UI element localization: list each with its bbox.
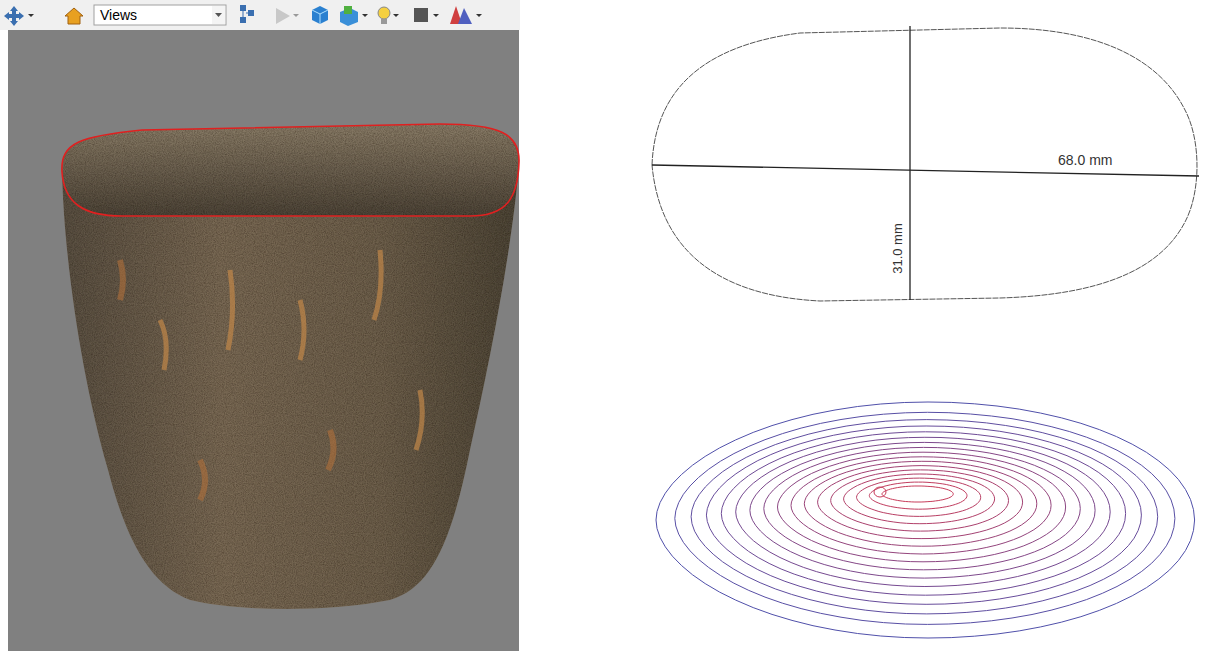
contour-line bbox=[778, 452, 1066, 562]
contour-line bbox=[869, 482, 967, 509]
dropdown-text: Views bbox=[100, 7, 137, 23]
contour-line bbox=[804, 461, 1037, 546]
contour-line bbox=[791, 457, 1051, 554]
contour-line bbox=[831, 470, 1009, 531]
contour-line bbox=[874, 487, 886, 497]
contour-line bbox=[764, 447, 1081, 569]
contour-line bbox=[675, 412, 1175, 624]
dimension-label: 68.0 mm bbox=[1058, 152, 1112, 168]
contour-line bbox=[844, 474, 995, 524]
contour-line bbox=[736, 437, 1110, 586]
contour-line bbox=[750, 442, 1095, 578]
toolbar bbox=[0, 0, 520, 30]
dimension-label: 31.0 mm bbox=[889, 223, 904, 274]
contour-line bbox=[818, 466, 1023, 539]
viewer-panel bbox=[8, 30, 519, 651]
contour-line bbox=[656, 402, 1195, 638]
contour-line bbox=[691, 420, 1158, 614]
contour-line bbox=[857, 478, 981, 516]
contour-line bbox=[706, 426, 1141, 604]
contour-line bbox=[882, 486, 953, 502]
rim-outline bbox=[652, 26, 1199, 301]
stone-vessel bbox=[62, 124, 519, 609]
contour-lines bbox=[656, 402, 1195, 638]
contour-line bbox=[721, 432, 1125, 595]
